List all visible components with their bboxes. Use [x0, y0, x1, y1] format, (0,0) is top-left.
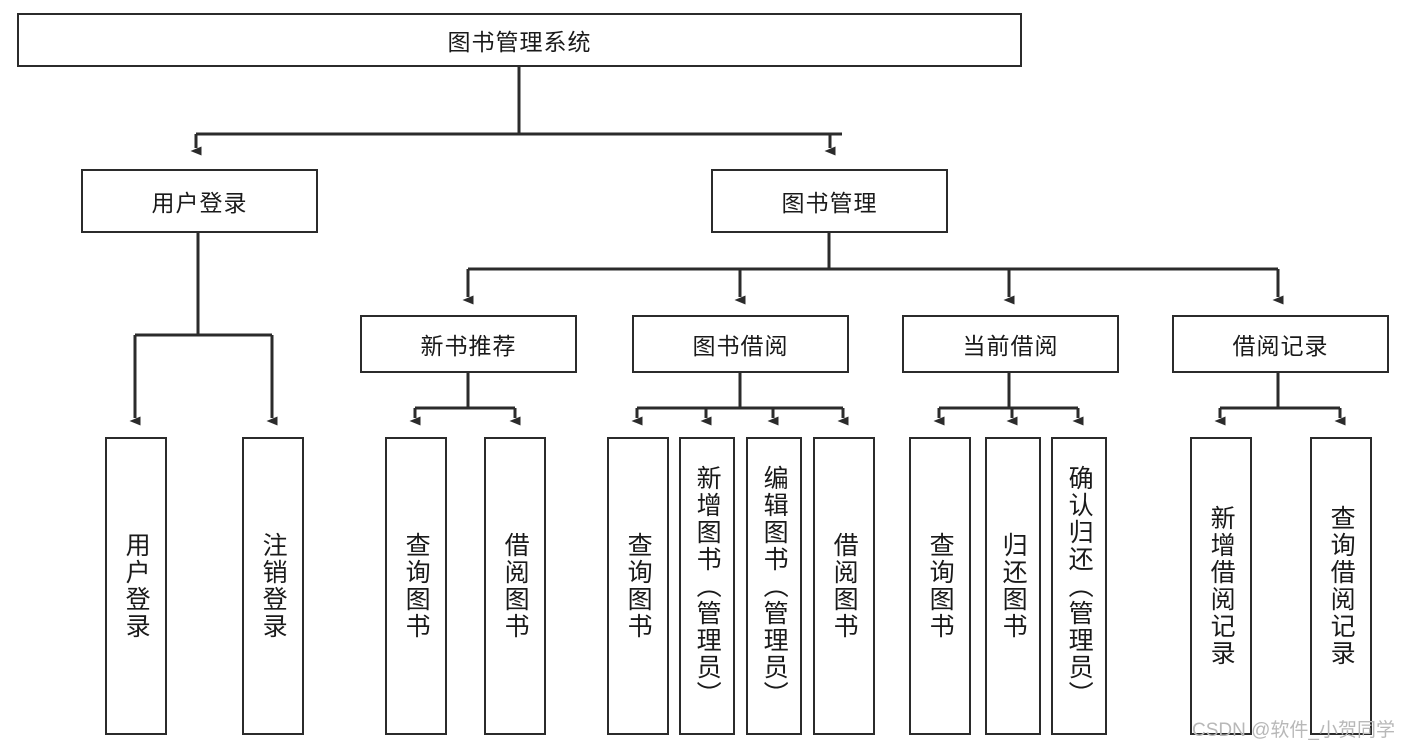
node-current-borrow-label: 当前借阅	[962, 333, 1059, 359]
leaf-borrow-book-rec[interactable]: 借阅图书	[484, 437, 546, 735]
node-book-management-label: 图书管理	[781, 190, 878, 216]
leaf-label: 借阅图书	[501, 532, 530, 640]
node-book-borrow[interactable]: 图书借阅	[632, 315, 849, 373]
node-new-book-recommend-label: 新书推荐	[420, 333, 517, 359]
leaf-label: 确认归还（管理员）	[1065, 464, 1094, 708]
leaf-borrow-book[interactable]: 借阅图书	[813, 437, 875, 735]
node-borrow-record-label: 借阅记录	[1232, 333, 1329, 359]
leaf-confirm-return-admin[interactable]: 确认归还（管理员）	[1051, 437, 1107, 735]
leaf-query-book-borrow[interactable]: 查询图书	[607, 437, 669, 735]
node-root[interactable]: 图书管理系统	[17, 13, 1022, 67]
leaf-label: 新增借阅记录	[1207, 505, 1236, 667]
leaf-query-borrow-record[interactable]: 查询借阅记录	[1310, 437, 1372, 735]
leaf-label: 注销登录	[259, 532, 288, 640]
leaf-user-login[interactable]: 用户登录	[105, 437, 167, 735]
leaf-label: 查询图书	[402, 532, 431, 640]
leaf-query-book-rec[interactable]: 查询图书	[385, 437, 447, 735]
node-user-login[interactable]: 用户登录	[81, 169, 318, 233]
leaf-return-book[interactable]: 归还图书	[985, 437, 1041, 735]
node-book-borrow-label: 图书借阅	[692, 333, 789, 359]
node-new-book-recommend[interactable]: 新书推荐	[360, 315, 577, 373]
leaf-edit-book-admin[interactable]: 编辑图书（管理员）	[746, 437, 802, 735]
leaf-add-borrow-record[interactable]: 新增借阅记录	[1190, 437, 1252, 735]
leaf-label: 查询图书	[624, 532, 653, 640]
leaf-label: 查询图书	[926, 532, 955, 640]
leaf-logout[interactable]: 注销登录	[242, 437, 304, 735]
node-user-login-label: 用户登录	[151, 190, 248, 216]
node-borrow-record[interactable]: 借阅记录	[1172, 315, 1389, 373]
leaf-label: 归还图书	[999, 532, 1028, 640]
node-root-label: 图书管理系统	[447, 29, 592, 55]
leaf-label: 编辑图书（管理员）	[760, 464, 789, 708]
watermark: CSDN @软件_小贺同学	[1192, 720, 1395, 741]
node-current-borrow[interactable]: 当前借阅	[902, 315, 1119, 373]
leaf-label: 查询借阅记录	[1327, 505, 1356, 667]
leaf-add-book-admin[interactable]: 新增图书（管理员）	[679, 437, 735, 735]
leaf-label: 借阅图书	[830, 532, 859, 640]
node-book-management[interactable]: 图书管理	[711, 169, 948, 233]
leaf-label: 用户登录	[122, 532, 151, 640]
leaf-label: 新增图书（管理员）	[693, 464, 722, 708]
leaf-query-book-current[interactable]: 查询图书	[909, 437, 971, 735]
